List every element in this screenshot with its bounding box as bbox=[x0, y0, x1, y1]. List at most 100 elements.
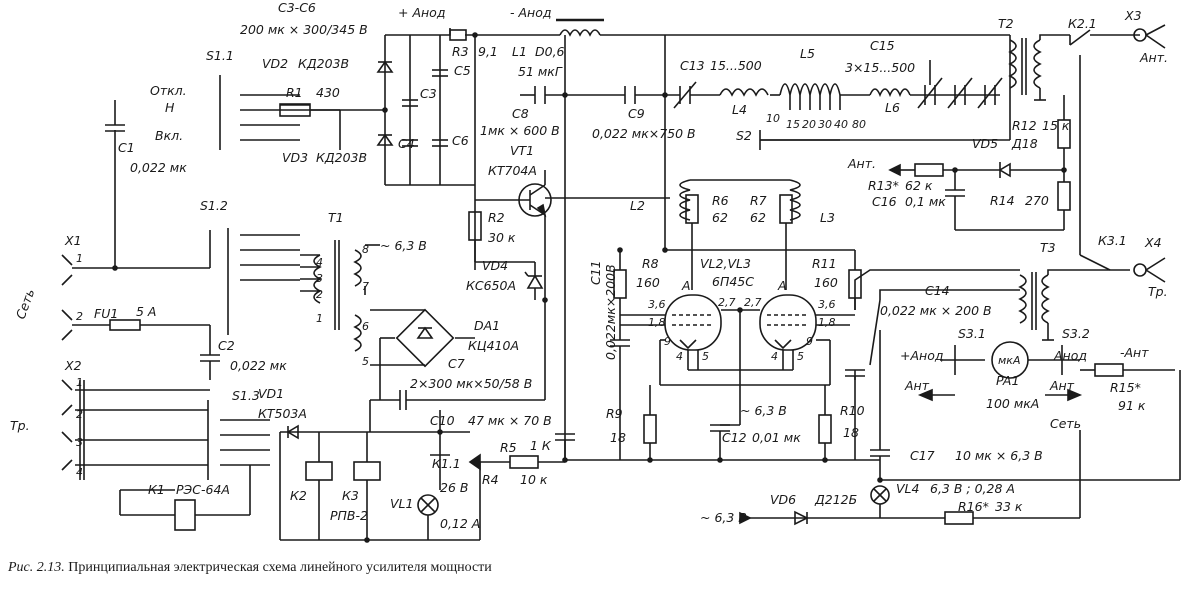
inductor-l1 bbox=[556, 18, 604, 37]
label-t1: Т1 bbox=[328, 210, 344, 225]
label-x2-pin-1: 1 bbox=[76, 376, 83, 389]
label-pin-36a: 3,6 bbox=[648, 298, 666, 311]
label-n: Н bbox=[165, 100, 175, 115]
label-r7: R7 bbox=[750, 193, 767, 208]
label-ant-arrow: Ант. bbox=[847, 156, 876, 171]
label-l3: L3 bbox=[820, 210, 835, 225]
label-s2-tap-10: 10 bbox=[766, 112, 780, 125]
label-da1: DA1 bbox=[474, 318, 500, 333]
transformer-t2 bbox=[1008, 34, 1070, 101]
label-c12: С12 bbox=[722, 430, 747, 445]
diodes-vd2-vd3 bbox=[376, 60, 394, 146]
label-c13-value: 15...500 bbox=[710, 58, 762, 73]
label-c15: С15 bbox=[870, 38, 895, 53]
resistor-r3 bbox=[449, 29, 467, 41]
label-vd1-value: КТ503А bbox=[258, 406, 307, 421]
label-heater-63: ~ 6,3 В bbox=[700, 510, 747, 525]
tube-vl2 bbox=[664, 294, 722, 351]
swr-sense-network bbox=[888, 95, 1071, 231]
label-heater-63b: ~ 6,3 В bbox=[740, 403, 787, 418]
inductor-l5 bbox=[779, 83, 841, 110]
label-s32: S3.2 bbox=[1062, 326, 1090, 341]
label-r9-value: 18 bbox=[610, 430, 626, 445]
label-t1-pin-3: 3 bbox=[316, 272, 323, 285]
label-pa1: PA1 bbox=[996, 373, 1019, 388]
label-pin-a: А bbox=[681, 278, 691, 293]
label-vd3: VD3 bbox=[282, 150, 308, 165]
label-l5: L5 bbox=[800, 46, 815, 61]
label-set: Сеть bbox=[13, 287, 38, 321]
label-r15-value: 91 к bbox=[1118, 398, 1146, 413]
label-x3: Х3 bbox=[1124, 8, 1142, 23]
label-vl1-v: 26 В bbox=[440, 480, 468, 495]
label-k3-value: РПВ-2 bbox=[330, 508, 368, 523]
label-r9: R9 bbox=[606, 406, 623, 421]
label-c1: С1 bbox=[118, 140, 135, 155]
label-r5: R5 bbox=[500, 440, 517, 455]
label-vd6: VD6 bbox=[770, 492, 796, 507]
meter-section bbox=[917, 341, 1175, 402]
label-pin-5a: 5 bbox=[702, 350, 709, 363]
label-vd1: VD1 bbox=[258, 386, 284, 401]
label-t1-pin-8: 8 bbox=[362, 243, 369, 256]
label-t2: Т2 bbox=[998, 16, 1014, 31]
label-c11: С11 bbox=[588, 260, 603, 285]
label-fu1: FU1 bbox=[94, 306, 118, 321]
label-s2-tap-40: 40 bbox=[834, 118, 848, 131]
indicator-network bbox=[739, 330, 1181, 526]
label-pin-18a: 1,8 bbox=[648, 316, 666, 329]
label-pin-a2: А bbox=[777, 278, 787, 293]
label-r15: R15* bbox=[1110, 380, 1141, 395]
label-vd4-value: КС650А bbox=[466, 278, 516, 293]
label-c10: С10 bbox=[430, 413, 455, 428]
label-r10-value: 18 bbox=[843, 425, 859, 440]
label-c13: С13 bbox=[680, 58, 705, 73]
label-t1-pin-5: 5 bbox=[362, 355, 369, 368]
label-r16: R16* bbox=[958, 499, 989, 514]
label-r6: R6 bbox=[712, 193, 729, 208]
label-minus-ant: -Ант bbox=[1120, 345, 1149, 360]
label-vd5: VD5 bbox=[972, 136, 998, 151]
label-pin-5b: 5 bbox=[797, 350, 804, 363]
label-vd5-value: Д18 bbox=[1011, 136, 1038, 151]
label-tr: Тр. bbox=[1148, 284, 1168, 299]
bridge-da1 bbox=[370, 308, 475, 400]
label-ant2: Ант bbox=[904, 378, 930, 393]
label-s2: S2 bbox=[736, 128, 752, 143]
label-on: Вкл. bbox=[155, 128, 183, 143]
label-r2-value: 30 к bbox=[488, 230, 516, 245]
label-anod: Анод bbox=[1053, 348, 1087, 363]
mains-switch-s1 bbox=[207, 75, 385, 480]
variable-capacitor-c13 bbox=[673, 81, 697, 109]
label-tr-left: Тр. bbox=[10, 418, 30, 433]
label-r2: R2 bbox=[488, 210, 505, 225]
label-x2-pin-2: 2 bbox=[76, 408, 83, 421]
label-l1-value: 51 мкГ bbox=[518, 64, 563, 79]
label-vl23: VL2,VL3 bbox=[700, 256, 751, 271]
label-c12-value: 0,01 мк bbox=[752, 430, 801, 445]
label-r13-value: 62 к bbox=[905, 178, 933, 193]
label-c3: С3 bbox=[420, 86, 437, 101]
label-x1-pin-2: 2 bbox=[76, 310, 83, 323]
label-x2-pin-4: 4 bbox=[76, 466, 83, 479]
label-s12: S1.2 bbox=[200, 198, 228, 213]
label-s2-tap-30: 30 bbox=[818, 118, 832, 131]
variable-capacitor-c15 bbox=[917, 60, 1003, 109]
switch-s2 bbox=[759, 130, 840, 150]
capacitor-bank-c3-c6 bbox=[402, 69, 448, 147]
label-t3: Т3 bbox=[1040, 240, 1056, 255]
label-c10-value: 47 мк × 70 В bbox=[468, 413, 552, 428]
label-r3: R3 bbox=[452, 44, 469, 59]
label-r14-value: 270 bbox=[1025, 193, 1049, 208]
inductor-l6 bbox=[869, 88, 911, 98]
label-c7: С7 bbox=[448, 356, 465, 371]
label-c3c6: С3-С6 bbox=[278, 0, 316, 15]
label-t1-pin-2: 2 bbox=[316, 288, 323, 301]
label-s31: S3.1 bbox=[958, 326, 986, 341]
label-vl4-value: 6,3 В ; 0,28 А bbox=[930, 481, 1015, 496]
label-r3-value: 9,1 bbox=[478, 44, 498, 59]
label-r11-value: 160 bbox=[814, 275, 838, 290]
relay-contact-k21 bbox=[1069, 29, 1140, 271]
label-r12: R12 bbox=[1012, 118, 1037, 133]
label-r6-value: 62 bbox=[712, 210, 728, 225]
